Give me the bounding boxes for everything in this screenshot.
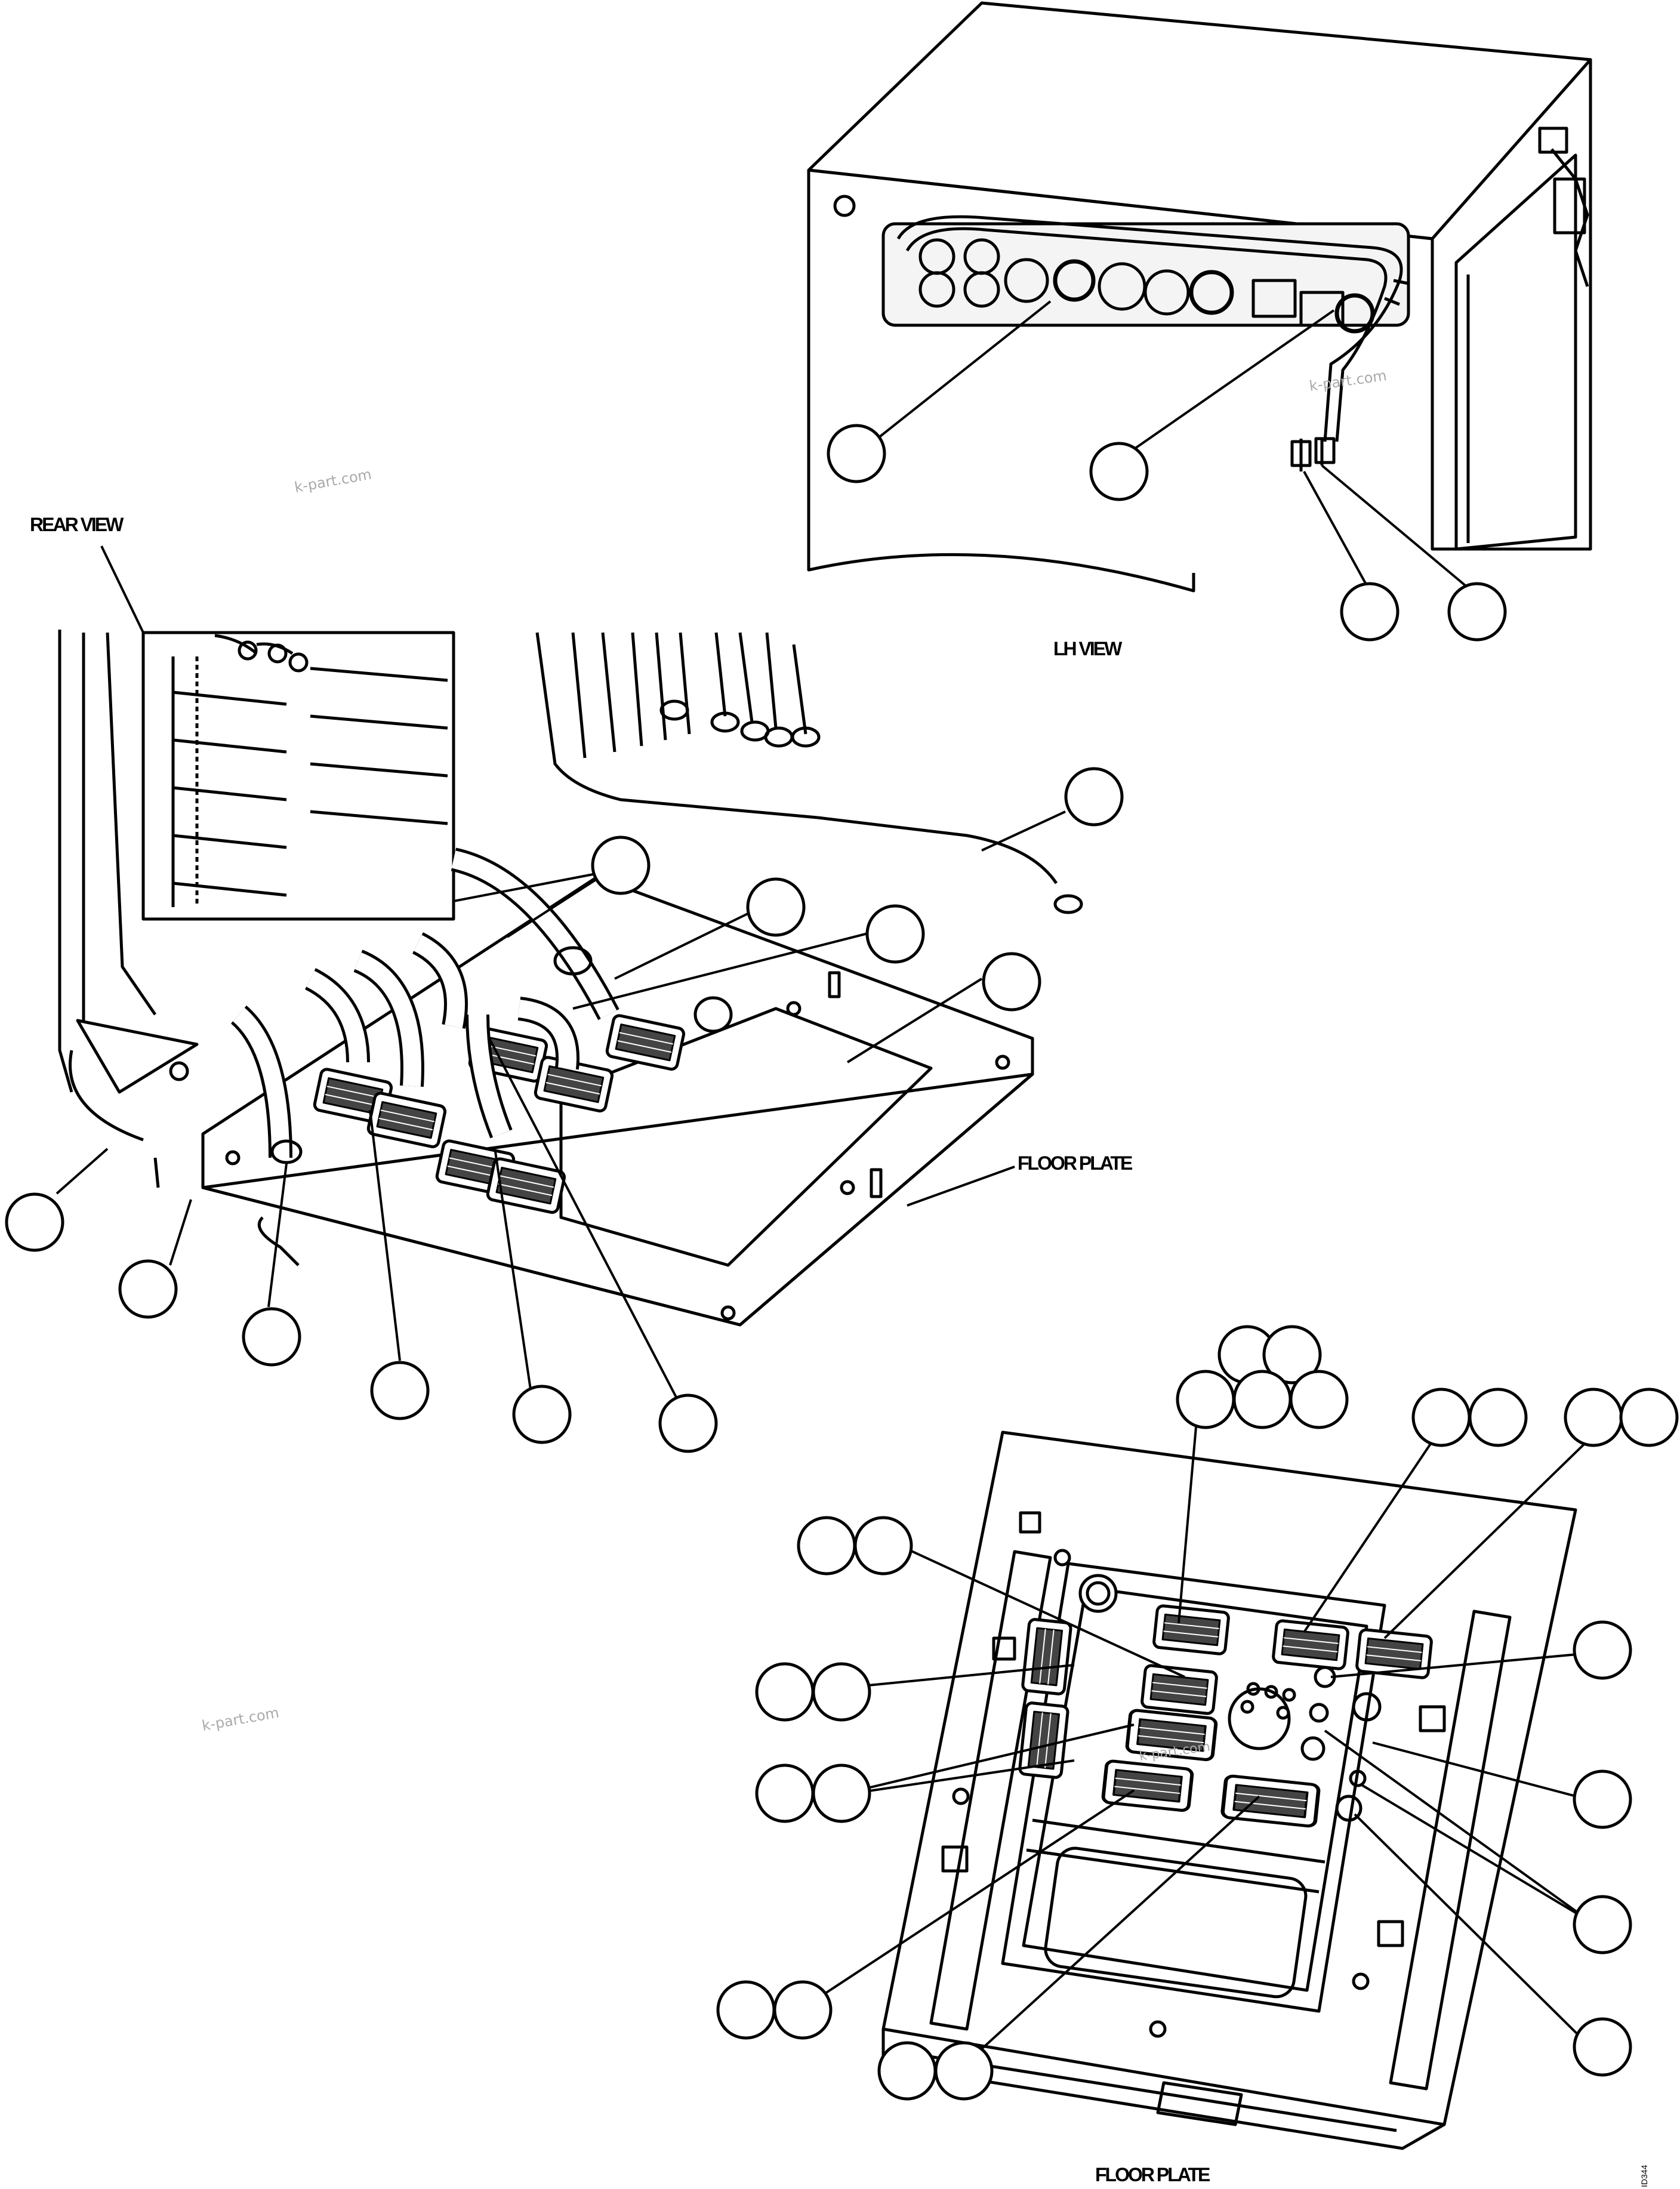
lh-view-drawing xyxy=(807,1,1592,593)
callout-circle xyxy=(716,1980,776,2040)
callout-circle xyxy=(1176,1370,1235,1429)
callout-circle xyxy=(982,952,1041,1012)
callout-circle xyxy=(812,1662,871,1722)
callout-circle xyxy=(1411,1388,1471,1447)
callout-circle xyxy=(1232,1370,1292,1429)
callout-circle xyxy=(1447,582,1507,642)
callout-circle xyxy=(746,877,806,937)
callout-circle xyxy=(1289,1370,1349,1429)
figure-id: ID344 xyxy=(1639,2165,1649,2187)
callout-circle xyxy=(1564,1388,1623,1447)
callout-circle xyxy=(934,2041,994,2101)
watermark: k-part.com xyxy=(201,1704,280,1734)
leader-lines xyxy=(56,300,1601,2069)
callout-circles xyxy=(5,424,1679,2101)
lh-view-label: LH VIEW xyxy=(1053,638,1123,659)
rear-view-label: REAR VIEW xyxy=(30,514,124,535)
callout-circle xyxy=(512,1385,572,1444)
rear-view-drawing xyxy=(58,630,1083,1327)
callout-circle xyxy=(118,1259,178,1319)
callout-circle xyxy=(877,2041,937,2101)
callout-circle xyxy=(1340,582,1400,642)
watermark: k-part.com xyxy=(293,466,373,496)
callout-circle xyxy=(1064,767,1124,827)
callout-circle xyxy=(1573,2017,1632,2077)
callout-circle xyxy=(812,1763,871,1823)
callout-circle xyxy=(773,1980,833,2040)
floor-plate-label-mid: FLOOR PLATE xyxy=(1018,1152,1133,1174)
callout-circle xyxy=(755,1763,815,1823)
callout-circle xyxy=(1262,1325,1322,1385)
callout-circle xyxy=(853,1516,913,1576)
callout-circle xyxy=(591,835,651,895)
callout-circle xyxy=(797,1516,856,1576)
floor-plate-label-bottom: FLOOR PLATE xyxy=(1095,2164,1210,2185)
callout-circle xyxy=(1619,1388,1679,1447)
callout-circle xyxy=(755,1662,815,1722)
callout-circle xyxy=(658,1393,718,1453)
callout-circle xyxy=(1468,1388,1528,1447)
callout-circle xyxy=(370,1361,430,1420)
callout-circle xyxy=(1573,1895,1632,1954)
callout-circle xyxy=(827,424,886,483)
callout-circle xyxy=(865,904,925,964)
callout-circle xyxy=(242,1307,301,1367)
callout-circle xyxy=(1089,442,1149,501)
floor-plate-drawing xyxy=(881,1430,1577,2150)
callout-circle xyxy=(5,1192,64,1252)
callout-circle xyxy=(1573,1620,1632,1680)
watermark: k-part.com xyxy=(1308,367,1388,394)
callout-circle xyxy=(1573,1769,1632,1829)
